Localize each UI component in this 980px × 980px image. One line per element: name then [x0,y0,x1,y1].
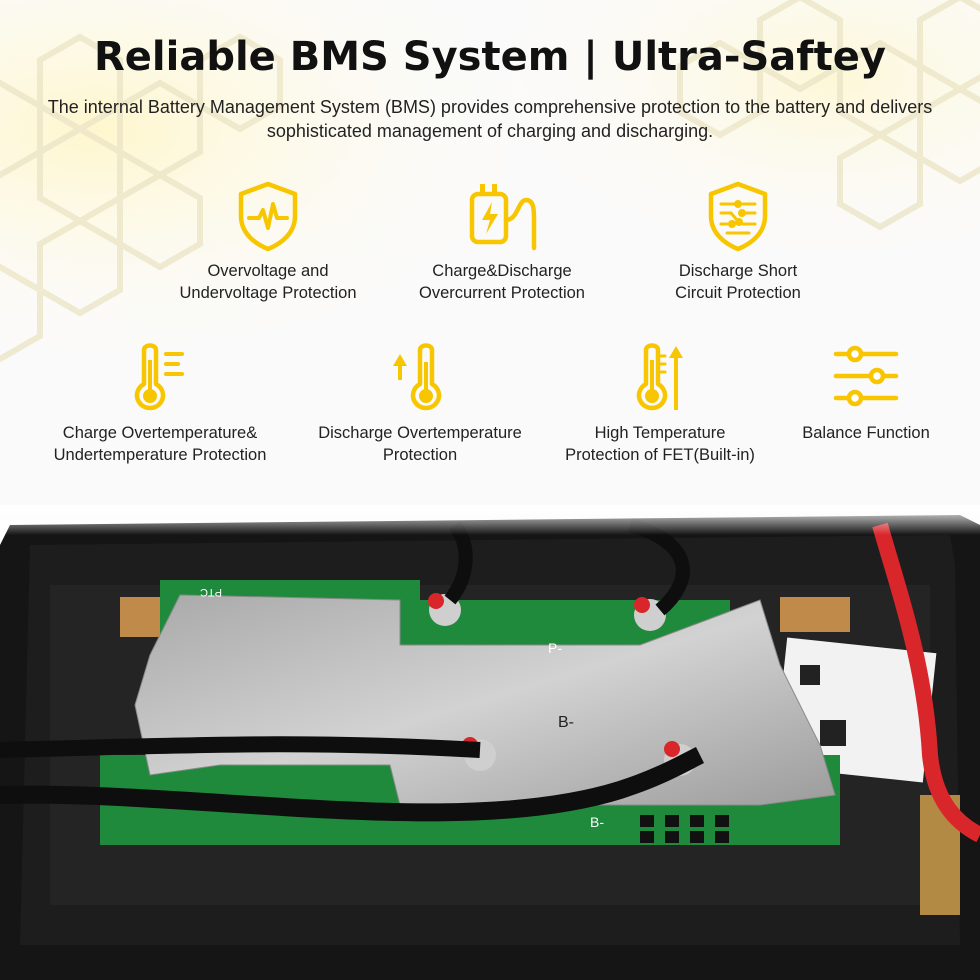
hexagon-background [0,0,980,520]
feature-overvoltage: Overvoltage and Undervoltage Protection [168,180,368,304]
page-title: Reliable BMS System | Ultra-Saftey [93,34,886,80]
pcb-label-ptc: PTC [200,586,222,598]
feature-label: Charge&Discharge Overcurrent Protection [419,262,585,302]
pcb-label-b-minus: B- [558,714,574,731]
feature-overcurrent: Charge&Discharge Overcurrent Protection [402,180,602,304]
sliders-icon [833,345,899,407]
feature-label: Discharge Overtemperature Protection [318,424,522,464]
charger-plug-icon [469,184,537,251]
feature-label: Charge Overtemperature& Undertemperature… [53,424,267,464]
feature-label: Discharge Short Circuit Protection [675,262,801,302]
pcb-label-p-minus: P- [548,640,562,656]
thermometer-heat-icon [134,343,184,411]
feature-label: Balance Function [802,424,930,442]
thermometer-fet-icon [636,343,683,411]
shield-circuit-icon [708,181,768,252]
feature-fet-temperature: High Temperature Protection of FET(Built… [558,340,762,466]
feature-discharge-temperature: Discharge Overtemperature Protection [308,340,532,466]
feature-label: High Temperature Protection of FET(Built… [565,424,755,464]
feature-label: Overvoltage and Undervoltage Protection [179,262,357,302]
feature-short-circuit: Discharge Short Circuit Protection [638,180,838,304]
thermometer-up-icon [393,343,442,411]
pcb-label-b-minus-2: B- [590,814,604,830]
feature-balance: Balance Function [790,340,942,444]
page-subtitle: The internal Battery Management System (… [47,97,933,141]
bms-board-photo: PTC P- B- B- [0,505,980,980]
feature-charge-temperature: Charge Overtemperature& Undertemperature… [38,340,282,466]
shield-waveform-icon [238,181,298,252]
